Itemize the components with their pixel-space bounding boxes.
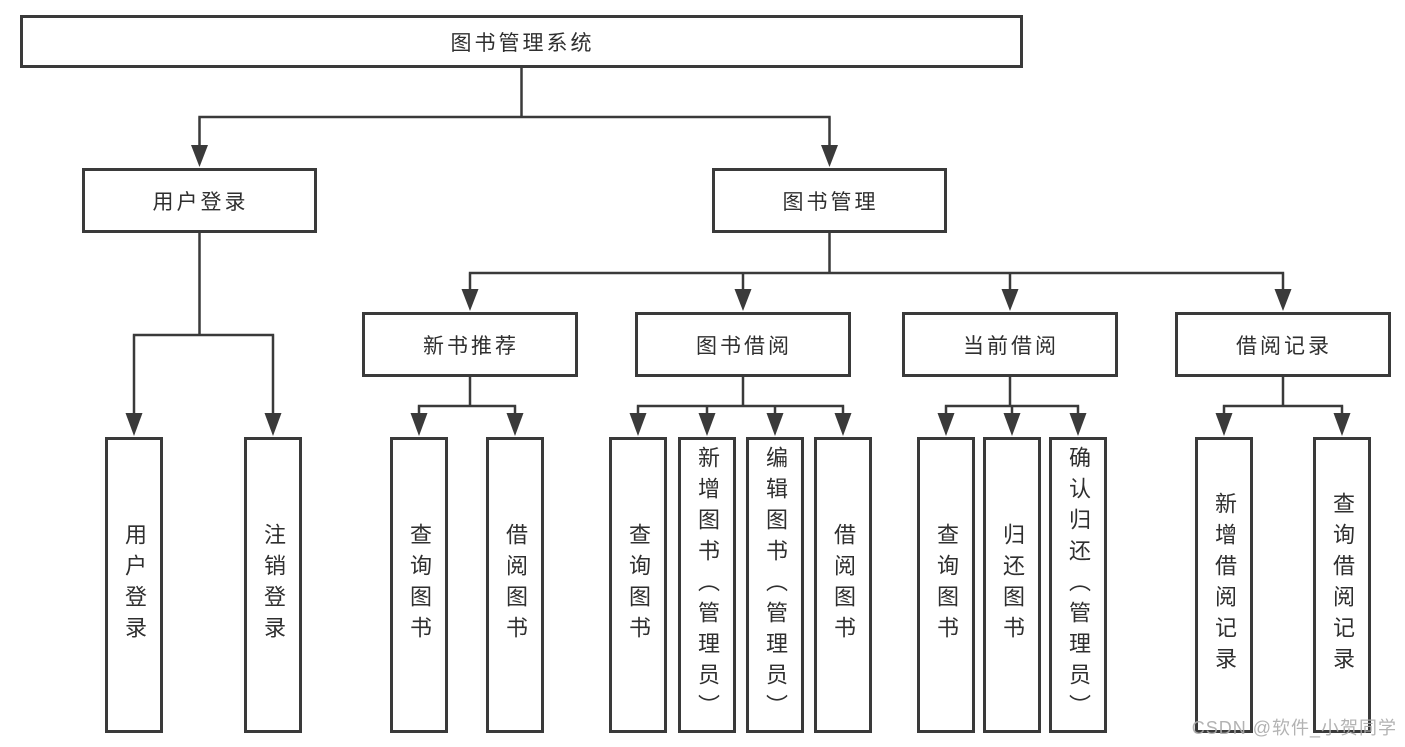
node-book-borrow-label: 图书借阅	[696, 334, 792, 358]
node-book-management-label: 图书管理	[782, 190, 879, 214]
node-user-login-label: 用户登录	[152, 190, 249, 214]
leaf-logout: 注销登录	[244, 437, 302, 733]
node-current-borrow-label: 当前借阅	[963, 334, 1059, 358]
leaf-br-query-borrow-record-label: 查询借阅记录	[1330, 492, 1355, 678]
node-borrow-records: 借阅记录	[1175, 312, 1391, 377]
node-borrow-records-label: 借阅记录	[1236, 334, 1332, 358]
node-book-management: 图书管理	[712, 168, 947, 233]
leaf-nbr-borrow-books: 借阅图书	[486, 437, 544, 733]
leaf-cb-confirm-return-admin: 确认归还（管理员）	[1049, 437, 1107, 733]
leaf-nbr-query-books-label: 查询图书	[407, 523, 432, 647]
watermark: CSDN @软件_小贺同学	[1191, 718, 1397, 738]
root-node-library-management-system: 图书管理系统	[20, 15, 1023, 68]
root-node-label: 图书管理系统	[450, 31, 595, 55]
leaf-br-query-borrow-record: 查询借阅记录	[1313, 437, 1371, 733]
node-current-borrow: 当前借阅	[902, 312, 1118, 377]
leaf-br-add-borrow-record: 新增借阅记录	[1195, 437, 1253, 733]
leaf-bb-query-books-label: 查询图书	[626, 523, 651, 647]
leaf-bb-add-books-admin: 新增图书（管理员）	[678, 437, 736, 733]
leaf-logout-label: 注销登录	[261, 523, 286, 647]
node-new-book-recommend: 新书推荐	[362, 312, 578, 377]
leaf-nbr-borrow-books-label: 借阅图书	[503, 523, 528, 647]
leaf-bb-edit-books-admin-label: 编辑图书（管理员）	[763, 445, 788, 725]
leaf-user-login-label: 用户登录	[122, 523, 147, 647]
leaf-user-login: 用户登录	[105, 437, 163, 733]
leaf-bb-borrow-books-label: 借阅图书	[831, 523, 856, 647]
leaf-nbr-query-books: 查询图书	[390, 437, 448, 733]
leaf-br-add-borrow-record-label: 新增借阅记录	[1212, 492, 1237, 678]
leaf-bb-edit-books-admin: 编辑图书（管理员）	[746, 437, 804, 733]
leaf-cb-return-books-label: 归还图书	[1000, 523, 1025, 647]
leaf-cb-return-books: 归还图书	[983, 437, 1041, 733]
leaf-bb-add-books-admin-label: 新增图书（管理员）	[695, 445, 720, 725]
leaf-cb-query-books-label: 查询图书	[934, 523, 959, 647]
leaf-bb-query-books: 查询图书	[609, 437, 667, 733]
node-new-book-recommend-label: 新书推荐	[423, 334, 519, 358]
leaf-cb-query-books: 查询图书	[917, 437, 975, 733]
node-book-borrow: 图书借阅	[635, 312, 851, 377]
node-user-login: 用户登录	[82, 168, 317, 233]
leaf-cb-confirm-return-admin-label: 确认归还（管理员）	[1066, 445, 1091, 725]
leaf-bb-borrow-books: 借阅图书	[814, 437, 872, 733]
